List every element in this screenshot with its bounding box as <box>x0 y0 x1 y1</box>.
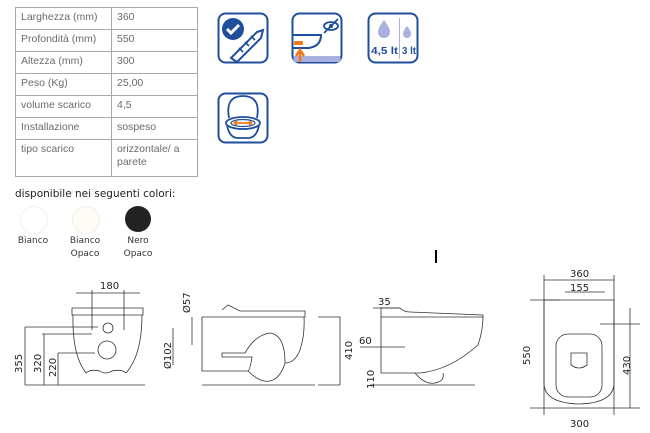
spec-label: Larghezza (mm) <box>15 7 112 30</box>
spec-label: Installazione <box>15 117 112 140</box>
hidden-drain-icon <box>291 12 343 64</box>
front-h2-label: 320 <box>33 354 44 373</box>
side-view-drawing: Ø57 Ø102 410 <box>162 292 355 386</box>
spec-value: sospeso <box>111 117 198 140</box>
soft-close-seat-icon <box>217 92 269 144</box>
top-view-drawing: 360 155 550 430 300 <box>522 269 640 430</box>
color-swatch <box>125 206 151 232</box>
spec-value: orizzontale/ a parete <box>111 139 198 177</box>
color-name: Nero Opaco <box>123 236 153 259</box>
spec-row: Altezza (mm)300 <box>15 51 198 74</box>
front-width-label: 180 <box>100 281 119 292</box>
dual-flush-icon: 4,5 lt 3 lt <box>367 12 419 64</box>
spec-label: Peso (Kg) <box>15 73 112 96</box>
side-height-label: 410 <box>344 341 355 360</box>
front-h3-label: 220 <box>48 358 59 377</box>
spec-label: tipo scarico <box>15 139 112 177</box>
spec-value: 550 <box>111 29 198 52</box>
flush-small-label: 3 lt <box>402 46 417 57</box>
top-width2-label: 155 <box>570 283 589 294</box>
spec-label: Profondità (mm) <box>15 29 112 52</box>
wall-plug-icon <box>217 12 269 64</box>
top-length-label: 550 <box>522 346 533 365</box>
spec-row: Larghezza (mm)360 <box>15 7 198 30</box>
color-name: Bianco <box>17 236 49 246</box>
spec-value: 4,5 <box>111 95 198 118</box>
flush-big-label: 4,5 lt <box>371 46 399 57</box>
spec-label: volume scarico <box>15 95 112 118</box>
front-view-drawing: 180 355 320 220 <box>14 281 145 386</box>
side-view-2-drawing: 35 60 110 <box>359 297 484 389</box>
side-d1-label: Ø57 <box>181 292 193 313</box>
side2-c-label: 110 <box>366 370 377 389</box>
color-name: Bianco Opaco <box>69 236 101 259</box>
top-width-label: 360 <box>570 269 589 280</box>
spec-value: 25,00 <box>111 73 198 96</box>
spec-value: 360 <box>111 7 198 30</box>
spec-value: 300 <box>111 51 198 74</box>
side2-b-label: 60 <box>359 336 372 347</box>
side-d2-label: Ø102 <box>162 342 174 369</box>
top-length2-label: 430 <box>622 356 633 375</box>
side2-a-label: 35 <box>378 297 391 308</box>
top-bottom-label: 300 <box>570 419 589 430</box>
colors-title: disponibile nei seguenti colori: <box>15 188 176 200</box>
front-h1-label: 355 <box>14 354 25 373</box>
spec-row: Peso (Kg)25,00 <box>15 73 198 96</box>
spec-label: Altezza (mm) <box>15 51 112 74</box>
color-swatch <box>72 206 100 234</box>
technical-drawings: 180 355 320 220 Ø57 Ø102 410 35 60 110 3… <box>14 269 640 430</box>
color-swatch <box>20 206 48 234</box>
spec-row: Profondità (mm)550 <box>15 29 198 52</box>
text-cursor <box>435 250 437 263</box>
